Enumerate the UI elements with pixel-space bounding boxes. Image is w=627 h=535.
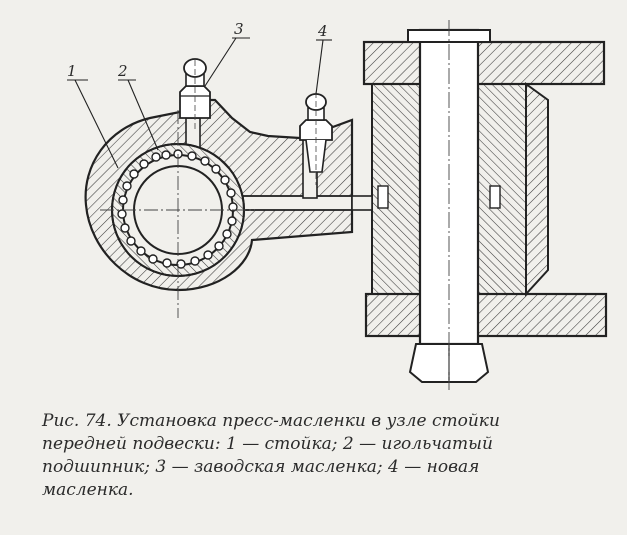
caption-line-4: масленка. [42, 480, 134, 500]
suspension-strut-drawing: 1 2 3 4 [67, 20, 608, 390]
callout-1-label: 1 [67, 62, 77, 80]
callout-3-label: 3 [234, 20, 244, 38]
caption-line-2: передней подвески: 1 — стойка; 2 — иголь… [42, 434, 493, 454]
factory-grease-nipple [179, 58, 211, 130]
callout-2-label: 2 [117, 62, 128, 80]
new-grease-nipple [299, 92, 333, 185]
needle-bearing [100, 110, 255, 318]
callout-4-label: 4 [317, 22, 328, 40]
callout-leaders [67, 37, 332, 169]
kingpin-assembly [351, 20, 608, 390]
figure-caption: Рис. 74. Установка пресс-масленки в узле… [42, 410, 602, 502]
caption-line-1: Рис. 74. Установка пресс-масленки в узле… [42, 411, 500, 431]
caption-line-3: подшипник; 3 — заводская масленка; 4 — н… [42, 457, 480, 477]
